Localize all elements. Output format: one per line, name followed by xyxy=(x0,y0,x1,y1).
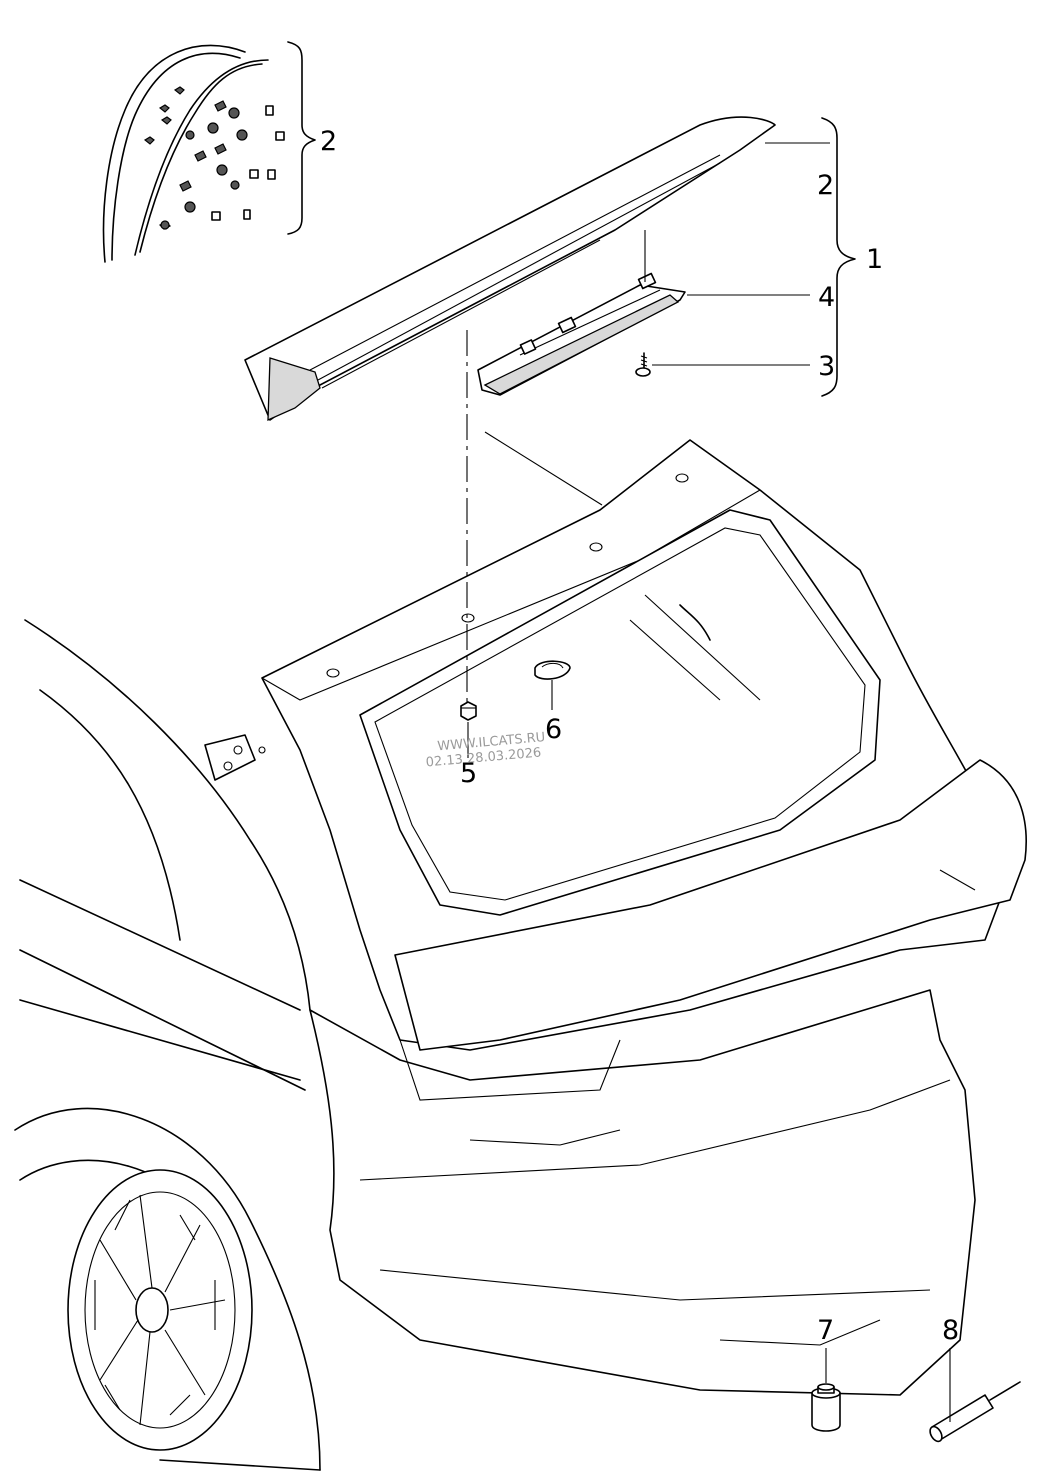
callout-1: 1 xyxy=(866,244,883,275)
braces xyxy=(287,41,856,397)
callout-3: 3 xyxy=(818,351,835,382)
tailgate-mounting-holes xyxy=(326,473,689,678)
car-body-drawing xyxy=(14,439,1027,1471)
callout-2-right: 2 xyxy=(817,170,834,201)
part-7-container xyxy=(811,1383,841,1432)
callout-labels: 2 2 1 4 3 6 5 7 8 xyxy=(320,126,959,1346)
grommet-part-6 xyxy=(534,660,571,680)
part-8-applicator xyxy=(929,1381,1021,1443)
callout-5: 5 xyxy=(460,758,477,789)
callout-2-top: 2 xyxy=(320,126,337,157)
callout-8: 8 xyxy=(942,1315,959,1346)
screw-part-3 xyxy=(635,352,651,377)
high-mount-brake-light xyxy=(477,272,686,396)
fastener-kit xyxy=(102,44,285,263)
leader-lines xyxy=(466,142,951,1422)
rear-spoiler xyxy=(244,116,776,422)
callout-7: 7 xyxy=(817,1315,834,1346)
callout-6: 6 xyxy=(545,714,562,745)
nut-part-5 xyxy=(460,701,477,721)
callout-4: 4 xyxy=(818,282,835,313)
